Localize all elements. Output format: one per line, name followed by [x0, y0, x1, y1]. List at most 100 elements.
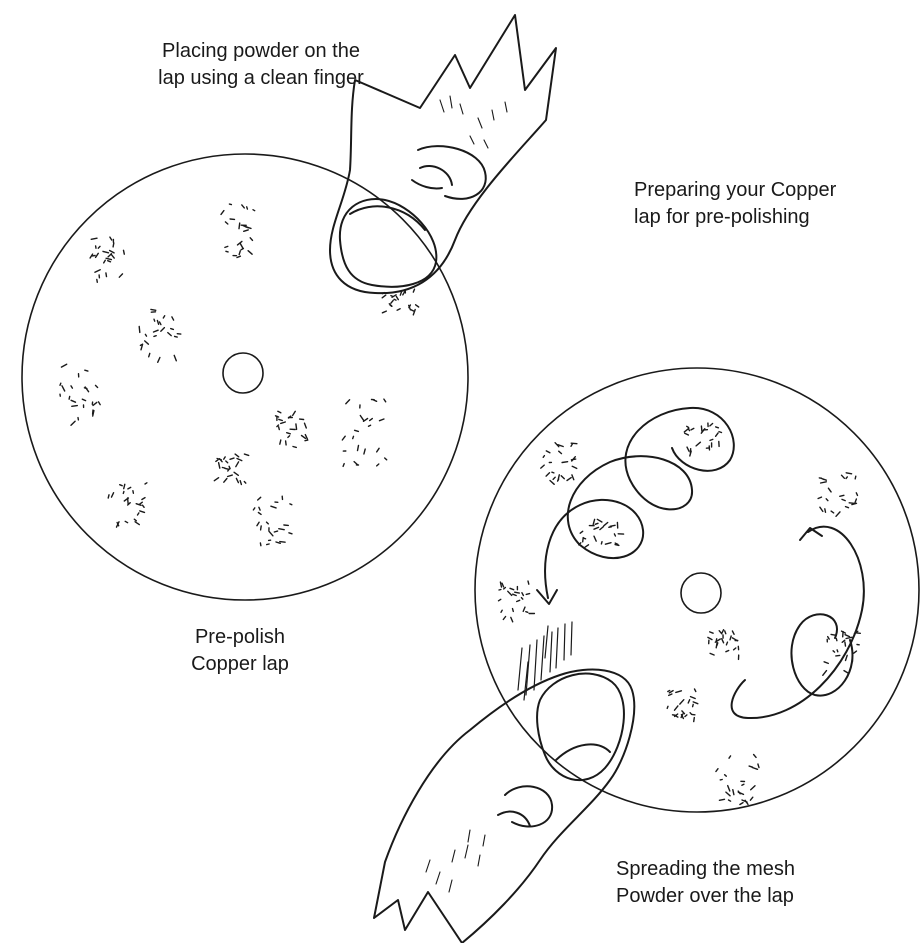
powder-speck	[71, 400, 75, 402]
powder-speck	[286, 441, 287, 445]
powder-speck	[605, 543, 611, 545]
powder-speck	[828, 488, 831, 492]
powder-speck	[305, 440, 308, 441]
spreading-curve-path	[732, 527, 864, 718]
powder-speck	[552, 472, 554, 473]
powder-speck	[825, 509, 826, 513]
powder-speck	[382, 293, 384, 294]
powder-speck	[680, 700, 684, 704]
powder-speck	[240, 243, 243, 248]
powder-speck	[676, 691, 682, 693]
powder-speck	[97, 279, 98, 282]
powder-speck	[108, 261, 111, 262]
powder-speck	[845, 635, 849, 637]
powder-speck	[682, 711, 685, 714]
powder-speck	[143, 505, 145, 507]
powder-speck	[546, 473, 549, 476]
powder-speck	[754, 755, 757, 758]
powder-speck	[729, 800, 731, 801]
powder-speck	[364, 449, 365, 454]
powder-speck	[710, 424, 713, 426]
powder-speck	[594, 536, 596, 541]
powder-speck	[289, 533, 292, 534]
powder-speck	[360, 416, 363, 421]
prepolish-copper-lap	[22, 154, 468, 600]
powder-speck	[511, 617, 513, 621]
powder-speck	[696, 442, 700, 446]
powder-speck	[343, 464, 344, 467]
powder-speck	[119, 274, 122, 277]
powder-speck	[831, 511, 834, 513]
powder-speck	[279, 419, 283, 420]
powder-speck	[726, 642, 727, 645]
powder-speck	[416, 305, 419, 307]
powder-speck	[722, 639, 724, 643]
powder-speck	[675, 706, 678, 710]
powder-deposits	[499, 423, 861, 804]
powder-speck	[71, 421, 75, 425]
powder-speck	[342, 436, 345, 440]
powder-speck	[369, 425, 371, 426]
powder-speck	[145, 334, 146, 336]
powder-speck	[96, 253, 99, 257]
powder-speck	[274, 531, 277, 532]
powder-speck	[250, 238, 252, 241]
powder-speck	[149, 353, 150, 356]
powder-speck	[280, 542, 285, 543]
label-line: Pre-polish	[160, 624, 320, 651]
powder-speck	[571, 459, 575, 460]
powder-speck	[377, 464, 379, 466]
powder-speck	[846, 637, 852, 638]
powder-speck	[171, 329, 174, 330]
label-line: Placing powder on the	[120, 38, 402, 65]
powder-speck	[230, 458, 234, 459]
powder-speck	[710, 439, 713, 440]
powder-speck	[267, 522, 269, 524]
powder-speck	[844, 671, 848, 673]
powder-speck	[302, 436, 306, 439]
powder-speck	[225, 246, 228, 247]
powder-speck	[571, 443, 577, 444]
powder-speck	[174, 355, 176, 360]
powder-speck	[693, 702, 698, 704]
powder-speck	[279, 529, 284, 530]
powder-speck	[846, 477, 847, 479]
powder-speck	[684, 428, 689, 432]
powder-speck	[163, 316, 164, 318]
powder-speck	[91, 238, 97, 239]
powder-speck	[267, 544, 269, 545]
powder-speck	[154, 319, 155, 321]
powder-speck	[99, 402, 101, 405]
powder-speck	[104, 260, 106, 263]
powder-speck	[296, 424, 297, 429]
powder-speck	[669, 694, 672, 695]
powder-speck	[281, 422, 286, 423]
powder-speck	[172, 317, 174, 320]
powder-speck	[694, 718, 695, 722]
powder-speck	[499, 590, 501, 591]
powder-speck	[93, 402, 97, 405]
powder-speck	[517, 600, 520, 601]
powder-speck	[293, 411, 296, 415]
powder-speck	[69, 396, 70, 399]
label-preparing-lap: Preparing your Copper lap for pre-polish…	[634, 177, 836, 231]
powder-speck	[750, 797, 752, 800]
powder-speck	[846, 655, 848, 660]
powder-speck	[96, 385, 98, 387]
powder-speck	[610, 525, 615, 526]
label-line: lap for pre-polishing	[634, 204, 836, 231]
finger-spreading-illustration	[374, 670, 634, 943]
powder-speck	[85, 370, 88, 371]
powder-speck	[247, 207, 248, 209]
label-line: Copper lap	[160, 651, 320, 678]
powder-speck	[738, 791, 740, 794]
powder-speck	[271, 506, 276, 508]
powder-speck	[140, 511, 145, 513]
powder-speck	[62, 386, 65, 391]
label-prepolish-lap: Pre-polish Copper lap	[160, 624, 320, 678]
powder-speck	[353, 436, 354, 438]
powder-speck	[382, 295, 386, 298]
powder-speck	[396, 296, 398, 299]
finger-texture	[440, 96, 507, 148]
